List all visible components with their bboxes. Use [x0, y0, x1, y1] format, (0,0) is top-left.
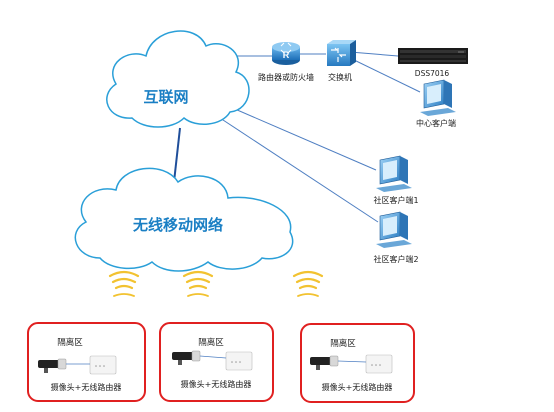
- link-internet-community-1: [227, 105, 377, 171]
- connection-lines: [173, 51, 421, 223]
- wireless-cloud: 无线移动网络: [74, 167, 294, 272]
- zone-caption: 摄像头+无线路由器: [51, 382, 122, 392]
- internet-label: 互联网: [143, 88, 188, 106]
- internet-cloud: 互联网: [106, 30, 250, 128]
- wireless-router-icon: [365, 354, 393, 374]
- wireless-label: 无线移动网络: [132, 216, 223, 234]
- isolation-zone-3: 隔离区 摄像头+无线路由器: [300, 323, 415, 403]
- zone-title: 隔离区: [330, 338, 356, 349]
- center-client-device: 中心客户端: [416, 79, 456, 128]
- server-label: DSS7016: [415, 69, 450, 78]
- router-device: R 路由器或防火墙: [258, 42, 314, 82]
- community-client-2-label: 社区客户端2: [373, 254, 418, 264]
- computer-icon: [376, 155, 412, 192]
- isolation-zone-2: 隔离区 摄像头+无线路由器: [159, 322, 274, 402]
- link-internet-community-2: [219, 117, 379, 223]
- community-client-1-label: 社区客户端1: [373, 195, 418, 205]
- computer-icon: [376, 211, 412, 248]
- router-icon: R: [272, 42, 300, 65]
- link-internet-wireless: [173, 127, 181, 183]
- server-device: DSS7016: [398, 48, 468, 78]
- wifi-signal-icon-1: [108, 270, 140, 297]
- zone-title: 隔离区: [57, 337, 83, 348]
- camera-icon: [38, 358, 67, 373]
- zone-title: 隔离区: [198, 337, 224, 348]
- community-client-2-device: 社区客户端2: [373, 211, 419, 264]
- wireless-router-icon: [225, 351, 253, 371]
- switch-icon: [327, 40, 356, 66]
- router-label: 路由器或防火墙: [258, 72, 314, 82]
- isolation-zone-1: 隔离区 摄像头+无线路由器: [27, 322, 146, 402]
- link-switch-center-client: [349, 57, 421, 93]
- svg-text:R: R: [283, 50, 290, 60]
- wifi-signal-icon-3: [292, 270, 324, 297]
- community-client-1-device: 社区客户端1: [373, 155, 419, 205]
- wireless-router-icon: [89, 355, 117, 375]
- switch-device: 交换机: [327, 40, 356, 82]
- server-icon: [398, 48, 468, 64]
- link-switch-server: [349, 51, 399, 57]
- camera-icon: [172, 350, 201, 365]
- computer-icon: [420, 79, 456, 116]
- center-client-label: 中心客户端: [416, 118, 456, 128]
- camera-icon: [310, 355, 339, 370]
- zone-caption: 摄像头+无线路由器: [181, 379, 252, 389]
- zone-caption: 摄像头+无线路由器: [322, 382, 393, 392]
- switch-label: 交换机: [328, 72, 352, 82]
- wifi-signal-icon-2: [182, 270, 214, 297]
